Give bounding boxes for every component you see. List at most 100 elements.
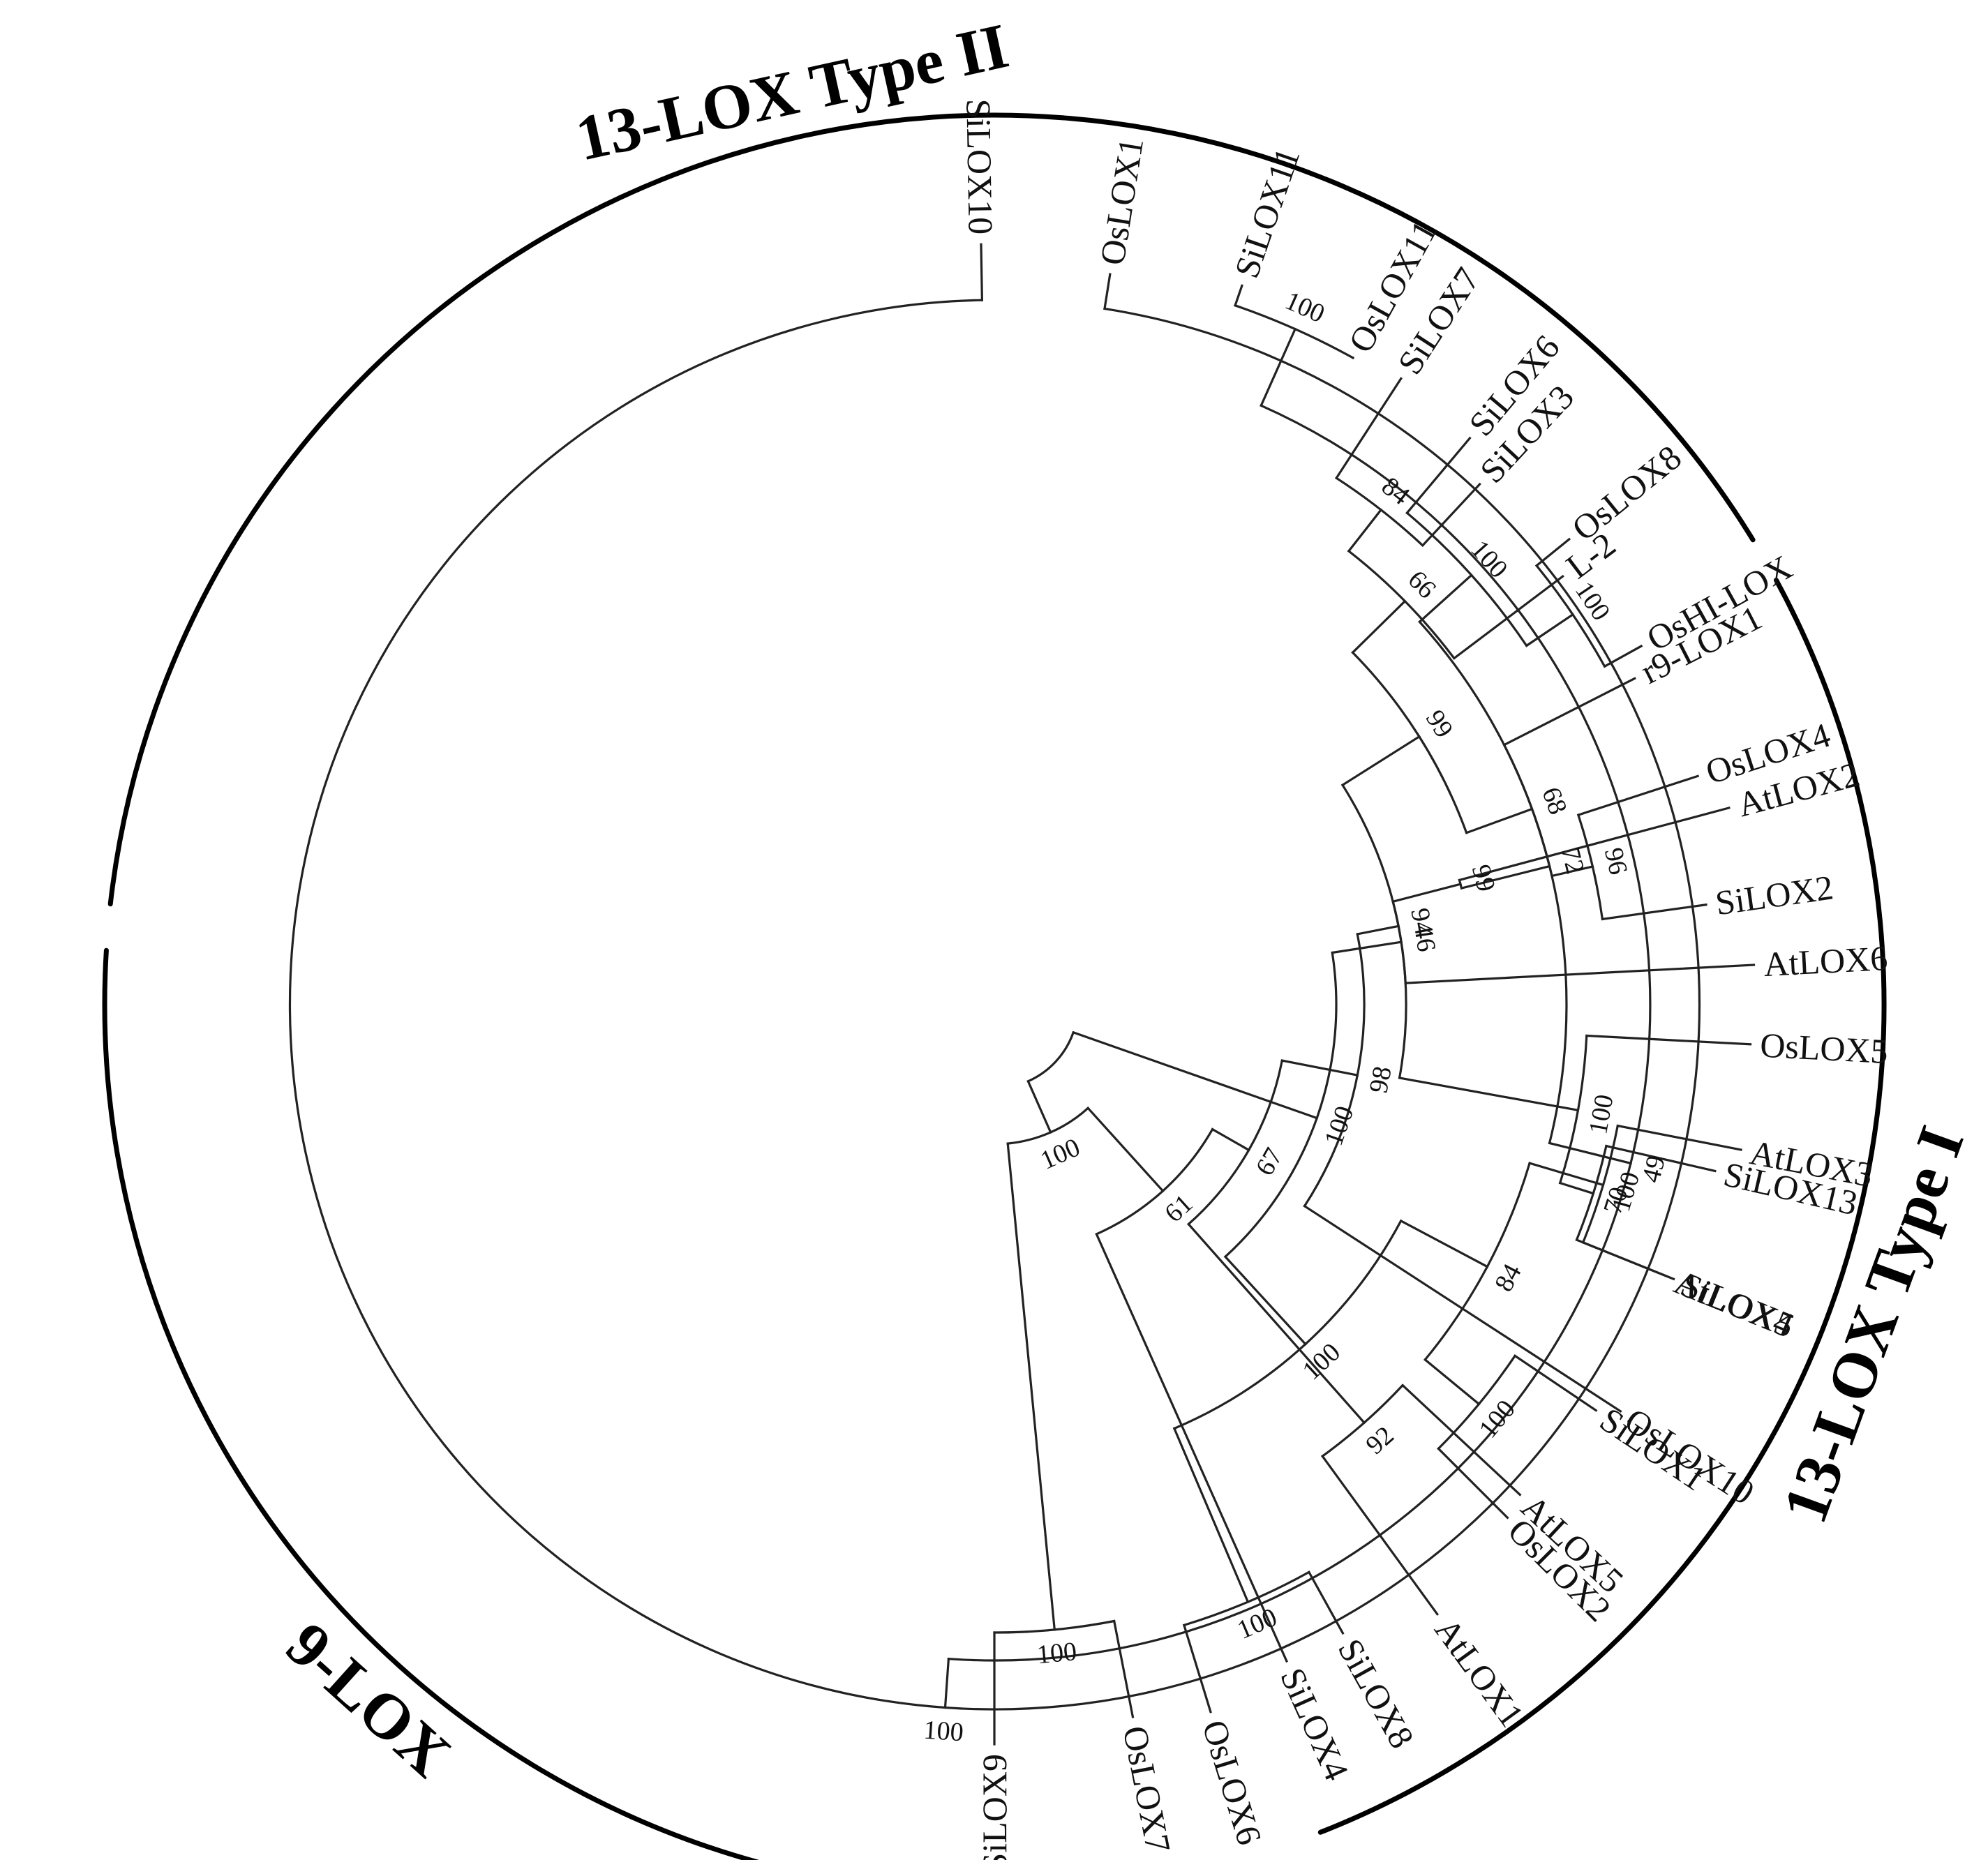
leaf-label: SiLOX2 xyxy=(1713,867,1836,922)
bootstrap-value: 100 xyxy=(1036,1637,1078,1670)
branch-line xyxy=(1405,436,1472,515)
leaf-label: OsLOX7 xyxy=(1116,1723,1179,1856)
clade-label: 13-LOX Type II xyxy=(569,10,1015,174)
branch-line xyxy=(1604,1144,1717,1173)
branch-line xyxy=(1458,806,1731,882)
branch-line xyxy=(1616,1124,1742,1151)
branch-line xyxy=(1006,1142,1056,1631)
bootstrap-value: 92 xyxy=(1360,1420,1399,1460)
branch-line xyxy=(1534,537,1571,567)
branch-line xyxy=(1356,924,1400,936)
branch-arc xyxy=(1223,951,1338,1259)
branch-line xyxy=(1528,1162,1605,1187)
branch-arc xyxy=(1458,878,1463,890)
branch-line xyxy=(1418,573,1473,624)
branch-line xyxy=(1223,1255,1308,1346)
leaf-label: OsLOX8 xyxy=(1564,437,1689,548)
branch-arc xyxy=(1182,1570,1311,1627)
branch-line xyxy=(980,243,984,301)
bootstrap-value: 68 xyxy=(1536,783,1572,818)
branch-line xyxy=(1172,1427,1250,1604)
branch-line xyxy=(1112,1619,1135,1718)
branch-line xyxy=(1465,807,1534,834)
branch-line xyxy=(1452,574,1564,660)
branch-arc xyxy=(1026,1030,1075,1083)
bootstrap-value: 100 xyxy=(1583,1093,1620,1137)
branch-line xyxy=(1576,774,1700,817)
branch-line xyxy=(1347,508,1383,553)
clade-arcs xyxy=(102,112,1887,1860)
branch-arc xyxy=(1405,511,1528,647)
leaf-label: AtLOX4 xyxy=(1669,1262,1799,1345)
branch-arc xyxy=(1437,1354,1517,1450)
branch-line xyxy=(1260,327,1297,407)
bootstrap-value: 66 xyxy=(1402,565,1442,605)
bootstrap-value: 100 xyxy=(1233,1603,1281,1645)
branch-line xyxy=(1211,1127,1250,1152)
branch-line xyxy=(1234,284,1243,307)
branch-line xyxy=(1400,1383,1522,1497)
branch-line xyxy=(1351,599,1407,654)
branch-arc xyxy=(1347,549,1456,660)
branch-line xyxy=(1398,1077,1580,1112)
branch-line xyxy=(1525,613,1575,647)
branch-line xyxy=(1095,1232,1289,1663)
branch-arc xyxy=(1575,1144,1608,1242)
leaf-label: OsLOX6 xyxy=(1195,1716,1269,1850)
bootstrap-value: 100 xyxy=(922,1716,964,1748)
branch-arc xyxy=(947,404,1652,1662)
branch-arc xyxy=(1576,813,1604,921)
branch-arc xyxy=(1320,1383,1405,1458)
bootstrap-value: 99 xyxy=(1420,705,1459,743)
branch-line xyxy=(1340,735,1421,787)
bootstrap-value: 98 xyxy=(1363,1064,1397,1095)
branch-line xyxy=(1404,963,1756,984)
branch-line xyxy=(1460,864,1551,890)
clade-arc xyxy=(102,947,760,1860)
branch-line xyxy=(1086,1107,1165,1193)
bootstrap-value: 100 xyxy=(1036,1132,1084,1175)
bootstrap-value: 84 xyxy=(1489,1259,1527,1296)
branch-line xyxy=(1437,1447,1509,1520)
branch-line xyxy=(1026,1079,1052,1134)
branch-line xyxy=(1072,1030,1319,1120)
bootstrap-value: 100 xyxy=(1606,1169,1645,1215)
branch-line xyxy=(1601,903,1707,921)
branch-arc xyxy=(1534,564,1606,668)
branch-line xyxy=(1391,883,1462,903)
bootstrap-value: 61 xyxy=(1159,1189,1198,1229)
branch-line xyxy=(1399,1219,1489,1268)
clade-arc xyxy=(107,112,1756,907)
leaf-label: AtLOX6 xyxy=(1763,938,1888,984)
branch-arc xyxy=(1303,933,1366,1208)
leaf-label: SiLOX10 xyxy=(959,98,1000,234)
branch-arc xyxy=(1187,1059,1284,1226)
leaf-label: OsLOX5 xyxy=(1759,1026,1889,1072)
branch-arc xyxy=(993,1619,1116,1634)
branch-arc xyxy=(1334,476,1425,548)
bootstrap-value: 46 xyxy=(1408,923,1441,954)
leaf-label: SiLOX9 xyxy=(975,1754,1014,1860)
branch-line xyxy=(1423,1358,1481,1406)
tree-branches xyxy=(288,243,1756,1746)
leaf-label: AtLOX1 xyxy=(1427,1611,1532,1734)
branch-line xyxy=(1307,1570,1345,1635)
bootstrap-value: 99 xyxy=(1466,862,1501,894)
branch-arc xyxy=(1581,1124,1620,1244)
leaf-label: OsLOX1 xyxy=(1092,135,1151,268)
branch-arc xyxy=(1558,1034,1588,1185)
branch-line xyxy=(1502,677,1636,747)
branch-arc xyxy=(1234,303,1355,360)
bootstrap-value: 67 xyxy=(1250,1143,1289,1180)
branch-line xyxy=(1558,1181,1595,1195)
bootstrap-value: 72 xyxy=(1555,844,1590,877)
branch-line xyxy=(1585,1034,1752,1046)
branch-line xyxy=(943,1657,950,1709)
branch-arc xyxy=(1095,1127,1214,1236)
branch-arc xyxy=(1423,1162,1532,1362)
branch-line xyxy=(1550,865,1594,878)
branch-line xyxy=(1103,273,1112,310)
branch-arc xyxy=(1172,1219,1403,1430)
branch-line xyxy=(1581,1240,1669,1278)
